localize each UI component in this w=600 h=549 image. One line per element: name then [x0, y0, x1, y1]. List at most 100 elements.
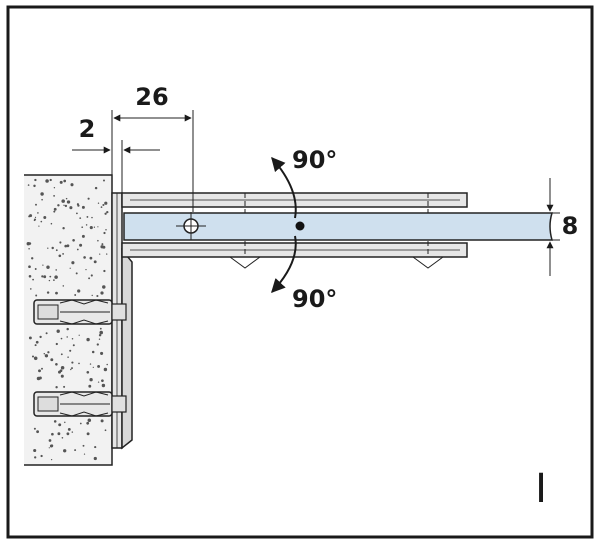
- concrete-speckle: [64, 421, 66, 424]
- concrete-speckle: [50, 358, 54, 362]
- concrete-speckle: [72, 344, 75, 347]
- concrete-speckle: [102, 203, 105, 207]
- concrete-speckle: [90, 274, 93, 277]
- wall-anchor-upper: [33, 299, 127, 325]
- concrete-speckle: [28, 215, 31, 218]
- outer-frame: [6, 5, 594, 539]
- concrete-speckle: [85, 268, 87, 271]
- concrete-speckle: [42, 264, 44, 266]
- concrete-speckle: [70, 183, 74, 187]
- dimension-top-width: 26: [135, 83, 168, 111]
- concrete-speckle: [89, 226, 93, 230]
- concrete-speckle: [104, 429, 107, 432]
- concrete-speckle: [45, 179, 49, 183]
- dimension-8: [540, 178, 560, 276]
- concrete-speckle: [50, 222, 53, 225]
- concrete-speckle: [63, 385, 66, 388]
- concrete-speckle: [39, 335, 42, 339]
- concrete-speckle: [46, 265, 50, 269]
- concrete-speckle: [33, 219, 36, 222]
- concrete-speckle: [53, 420, 57, 423]
- concrete-speckle: [102, 245, 106, 249]
- concrete-speckle: [78, 362, 80, 365]
- concrete-speckle: [78, 334, 80, 336]
- concrete-speckle: [85, 224, 88, 226]
- concrete-speckle: [103, 269, 106, 273]
- concrete-speckle: [92, 366, 94, 368]
- concrete-speckle: [88, 277, 91, 280]
- concrete-speckle: [102, 285, 106, 289]
- concrete-speckle: [99, 327, 102, 330]
- wall-texture: [26, 178, 109, 461]
- concrete-speckle: [103, 367, 108, 372]
- concrete-speckle: [91, 294, 93, 297]
- concrete-speckle: [31, 257, 34, 260]
- concrete-speckle: [35, 203, 37, 206]
- concrete-speckle: [40, 454, 43, 458]
- concrete-speckle: [81, 234, 85, 238]
- concrete-speckle: [53, 210, 56, 213]
- concrete-speckle: [64, 204, 68, 208]
- concrete-speckle: [44, 354, 49, 358]
- dimension-wall-offset: 2: [79, 115, 96, 143]
- concrete-speckle: [58, 254, 62, 258]
- figure-label: I: [535, 466, 547, 512]
- concrete-speckle: [88, 384, 92, 388]
- concrete-speckle: [101, 243, 104, 246]
- concrete-speckle: [87, 197, 90, 200]
- concrete-speckle: [97, 226, 99, 228]
- dimension-2: [72, 140, 160, 193]
- concrete-speckle: [56, 329, 60, 333]
- concrete-speckle: [66, 244, 70, 248]
- concrete-speckle: [36, 376, 41, 381]
- concrete-speckle: [101, 379, 104, 383]
- concrete-speckle: [79, 422, 82, 425]
- concrete-speckle: [47, 247, 49, 249]
- concrete-speckle: [89, 363, 92, 365]
- concrete-speckle: [59, 180, 63, 184]
- concrete-speckle: [100, 419, 104, 423]
- concrete-speckle: [72, 239, 75, 242]
- concrete-speckle: [43, 352, 46, 355]
- concrete-speckle: [77, 204, 80, 207]
- concrete-speckle: [28, 275, 32, 278]
- concrete-speckle: [57, 204, 60, 207]
- concrete-speckle: [86, 432, 90, 436]
- rotation-label-upper: 90°: [292, 146, 337, 174]
- concrete-speckle: [89, 378, 93, 382]
- concrete-speckle: [33, 448, 37, 453]
- concrete-speckle: [53, 279, 55, 281]
- concrete-speckle: [71, 361, 74, 364]
- concrete-speckle: [49, 444, 53, 448]
- concrete-speckle: [47, 351, 50, 354]
- concrete-speckle: [103, 179, 105, 182]
- concrete-speckle: [38, 225, 40, 227]
- concrete-speckle: [71, 367, 73, 370]
- concrete-speckle: [76, 212, 78, 215]
- concrete-speckle: [50, 458, 53, 461]
- dimension-glass-thickness: 8: [562, 212, 579, 240]
- concrete-speckle: [60, 374, 64, 378]
- concrete-speckle: [55, 342, 58, 346]
- concrete-speckle: [51, 246, 54, 250]
- dimension-26: [111, 110, 194, 212]
- concrete-speckle: [98, 338, 101, 340]
- concrete-speckle: [75, 272, 78, 275]
- rotation-label-lower: 90°: [292, 285, 337, 313]
- concrete-speckle: [97, 202, 100, 204]
- concrete-speckle: [71, 261, 75, 265]
- concrete-speckle: [61, 199, 65, 203]
- concrete-speckle: [43, 216, 47, 219]
- concrete-speckle: [97, 364, 101, 368]
- concrete-speckle: [86, 215, 89, 218]
- concrete-speckle: [36, 430, 39, 434]
- concrete-speckle: [62, 227, 65, 230]
- concrete-speckle: [63, 449, 67, 453]
- concrete-speckle: [70, 368, 72, 371]
- concrete-speckle: [60, 366, 65, 370]
- concrete-speckle: [62, 253, 64, 255]
- concrete-speckle: [66, 327, 69, 331]
- concrete-speckle: [87, 418, 92, 423]
- concrete-speckle: [105, 229, 107, 231]
